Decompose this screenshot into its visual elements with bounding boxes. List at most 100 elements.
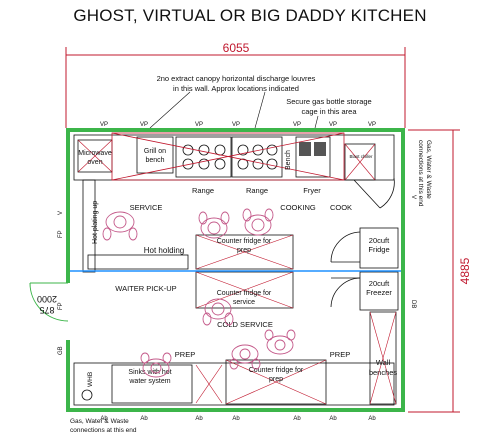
staff-figure-prep-center xyxy=(229,344,261,370)
wall-mark-fp: FP xyxy=(58,302,64,310)
wall-mark-ab: Ab xyxy=(232,416,240,422)
range-burners xyxy=(182,144,278,170)
counter-fridge-prep-unit xyxy=(195,234,294,270)
svg-text:2000: 2000 xyxy=(37,294,57,304)
staff-figure-cooking xyxy=(242,208,274,236)
freezer-unit xyxy=(359,271,399,311)
zone-cook: COOK xyxy=(330,203,352,212)
wall-mark-ab: Ab xyxy=(329,416,337,422)
counter-fridge-prep-line2: prep xyxy=(237,247,251,254)
range-2 xyxy=(231,136,283,178)
wall-mark-vp: VP xyxy=(100,122,108,128)
counter-fridge-service-line1: Counter fridge for xyxy=(217,290,272,297)
wall-mark-ab: Ab xyxy=(195,416,203,422)
grill-label-line2: bench xyxy=(145,157,164,164)
fridge-door-swing xyxy=(330,231,361,263)
bottom-counter-outline xyxy=(73,362,395,406)
sinks-label-line1: Sinks with hot xyxy=(128,369,171,376)
bench-label: Bench xyxy=(285,150,292,170)
wall-mark-db: DB xyxy=(410,300,416,308)
range-1-label: Range xyxy=(192,186,214,195)
wall-mark-v: V xyxy=(410,195,416,199)
counter-fridge-prep2-line1: Counter fridge for xyxy=(249,367,304,374)
height-dimension-label: 4885 xyxy=(458,257,472,284)
hot-plating-label: Hot plating up xyxy=(92,201,99,244)
wall-benches-line1: Wall xyxy=(376,358,391,367)
services-note-bottom-line2: connections at this end xyxy=(70,427,137,434)
counter-fridge-prep-line1: Counter fridge for xyxy=(217,238,272,245)
hot-holding-label: Hot holding xyxy=(144,246,184,255)
wall-mark-vp: VP xyxy=(293,122,301,128)
canopy-note-line2: in this wall. Approx locations indicated xyxy=(173,84,299,93)
width-dimension xyxy=(65,47,406,128)
hot-plating-bench xyxy=(82,179,96,273)
services-note-bottom-line1: Gas, Water & Waste xyxy=(70,418,129,425)
wall-mark-gb: GB xyxy=(58,346,64,355)
wall-mark-vp: VP xyxy=(368,122,376,128)
page-title: GHOST, VIRTUAL OR BIG DADDY KITCHEN xyxy=(73,6,427,25)
canopy-note-leaders xyxy=(149,91,266,129)
whb-label: WHB xyxy=(87,372,94,387)
cold-storage xyxy=(330,227,399,311)
whb-basin xyxy=(81,389,93,401)
counter-fridge-service-line2: service xyxy=(233,299,255,306)
bottom-counter xyxy=(73,311,397,406)
zone-prep-left: PREP xyxy=(175,350,195,359)
freezer-label-line2: Freezer xyxy=(366,288,392,297)
fridge-label-line2: Fridge xyxy=(368,245,389,254)
wall-mark-ab: Ab xyxy=(293,416,301,422)
blast-chiller-label: Blast chiller xyxy=(349,154,373,159)
grill-on-bench xyxy=(136,136,174,174)
wall-mark-fp: FP xyxy=(58,230,64,238)
height-dimension xyxy=(408,129,460,413)
blast-chiller xyxy=(344,143,376,181)
zone-cooking: COOKING xyxy=(280,203,316,212)
staff-figure-plating xyxy=(102,211,138,241)
central-island xyxy=(87,234,294,309)
door-size-label: 875 2000 xyxy=(37,294,57,315)
zone-waiter-pickup: WAITER PICK-UP xyxy=(115,284,176,293)
wall-mark-vp: VP xyxy=(232,122,240,128)
staff-figures xyxy=(102,208,296,378)
microwave-label-line2: oven xyxy=(87,159,102,166)
fridge-unit xyxy=(359,227,399,269)
equipment-crosses xyxy=(77,139,376,181)
gas-note-line2: cage in this area xyxy=(301,107,357,116)
staff-figure-prep-right xyxy=(264,329,296,355)
left-wall-marks: V FP FP GB xyxy=(58,211,64,355)
freezer-label-line1: 20cuft xyxy=(369,279,390,288)
wall-benches-line2: benches xyxy=(369,368,398,377)
fryer xyxy=(295,136,331,178)
wall-mark-ab: Ab xyxy=(100,416,108,422)
svg-text:875: 875 xyxy=(39,305,54,315)
services-note-right-line2: connections at this end xyxy=(417,140,424,207)
wall-benches-unit xyxy=(369,311,397,405)
extract-canopy xyxy=(111,132,345,181)
corner-door-swing xyxy=(353,177,395,209)
entry-door xyxy=(29,282,69,322)
counter-fridge-prep2-unit xyxy=(225,359,327,405)
wall-mark-vp: VP xyxy=(329,122,337,128)
canopy-note-line1: 2no extract canopy horizontal discharge … xyxy=(157,74,316,83)
grill-label-line1: Grill on xyxy=(144,148,166,155)
zone-service: SERVICE xyxy=(130,203,163,212)
microwave-label-line1: Microwave xyxy=(78,150,112,157)
wall-mark-vp: VP xyxy=(195,122,203,128)
right-wall-marks: V DB xyxy=(410,195,416,308)
zone-prep-right: PREP xyxy=(330,350,350,359)
range-1 xyxy=(175,136,232,178)
staff-figure-cold-service xyxy=(202,298,234,326)
width-dimension-label: 6055 xyxy=(223,41,250,55)
walls xyxy=(66,128,405,412)
zone-cold-service: COLD SERVICE xyxy=(217,320,273,329)
wall-mark-vp: VP xyxy=(140,122,148,128)
counter-fridge-prep2-line2: prep xyxy=(269,376,283,383)
staff-figure-sinks xyxy=(140,352,172,378)
top-wall-marks: VP VP VP VP VP VP VP xyxy=(100,122,376,128)
sinks-label-line2: water system xyxy=(128,378,170,385)
gas-note-line1: Secure gas bottle storage xyxy=(286,97,371,106)
island-crosses xyxy=(195,234,294,309)
staff-figure-service xyxy=(198,211,230,239)
bottom-crosses xyxy=(195,311,397,405)
